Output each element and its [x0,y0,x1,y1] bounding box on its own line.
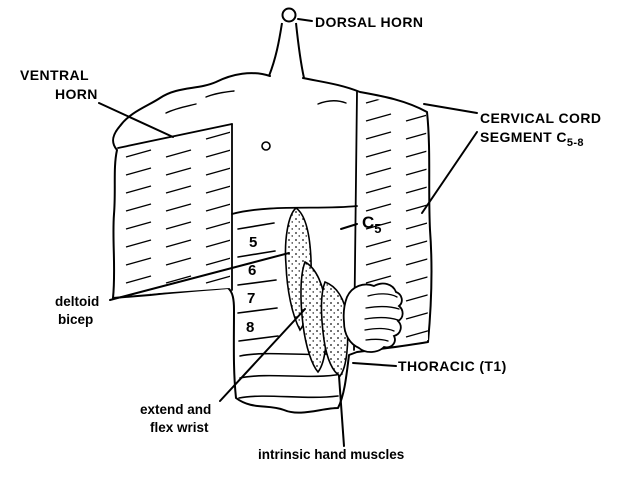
surface-sketch-marks [165,90,347,151]
label-extend-line2: flex wrist [150,420,209,435]
label-thoracic-t1: THORACIC (T1) [398,358,507,374]
segment-number-6: 6 [248,262,256,279]
segment-ticks [237,222,279,342]
leader-cervical-bottom [421,131,478,214]
leader-wrist [219,308,306,402]
label-c5-letter: C [362,213,374,232]
label-ventral-horn-line2: HORN [55,86,98,102]
segment-number-8: 8 [246,319,254,336]
motor-columns [284,206,349,378]
label-cervical-cord-line2: SEGMENT C5-8 [480,129,584,149]
dorsal-horn-knob [281,7,297,23]
central-canal [261,141,271,151]
leader-c5 [340,223,358,230]
leader-cervical-top [423,103,478,114]
label-c5-subscript: 5 [374,221,381,236]
segment-number-7: 7 [247,290,255,307]
label-cervical-cord-line1: CERVICAL CORD [480,110,601,126]
label-cervical-subscript: 5-8 [567,137,584,149]
label-deltoid: deltoid [55,294,99,309]
label-bicep: bicep [58,312,93,327]
label-c5: C5 [362,213,382,236]
leader-deltoid-bicep [109,252,290,301]
finger-lines [364,293,400,342]
label-cervical-segment-text: SEGMENT C [480,129,567,145]
leader-dorsal-horn [297,18,313,22]
segment-numbers: 5 6 7 8 [246,234,257,336]
leader-lines [98,18,478,447]
segment-number-5: 5 [249,234,257,251]
leader-intrinsic [338,375,345,447]
label-intrinsic-hand-muscles: intrinsic hand muscles [258,447,404,462]
leader-thoracic [352,362,397,367]
label-extend-line1: extend and [140,402,211,417]
dorsal-horn-shape [268,7,305,79]
left-hatch-region [116,126,230,296]
label-dorsal-horn: DORSAL HORN [315,14,423,30]
label-ventral-horn-line1: VENTRAL [20,67,89,83]
hand-figure [342,282,404,353]
leader-ventral-horn [98,102,174,138]
